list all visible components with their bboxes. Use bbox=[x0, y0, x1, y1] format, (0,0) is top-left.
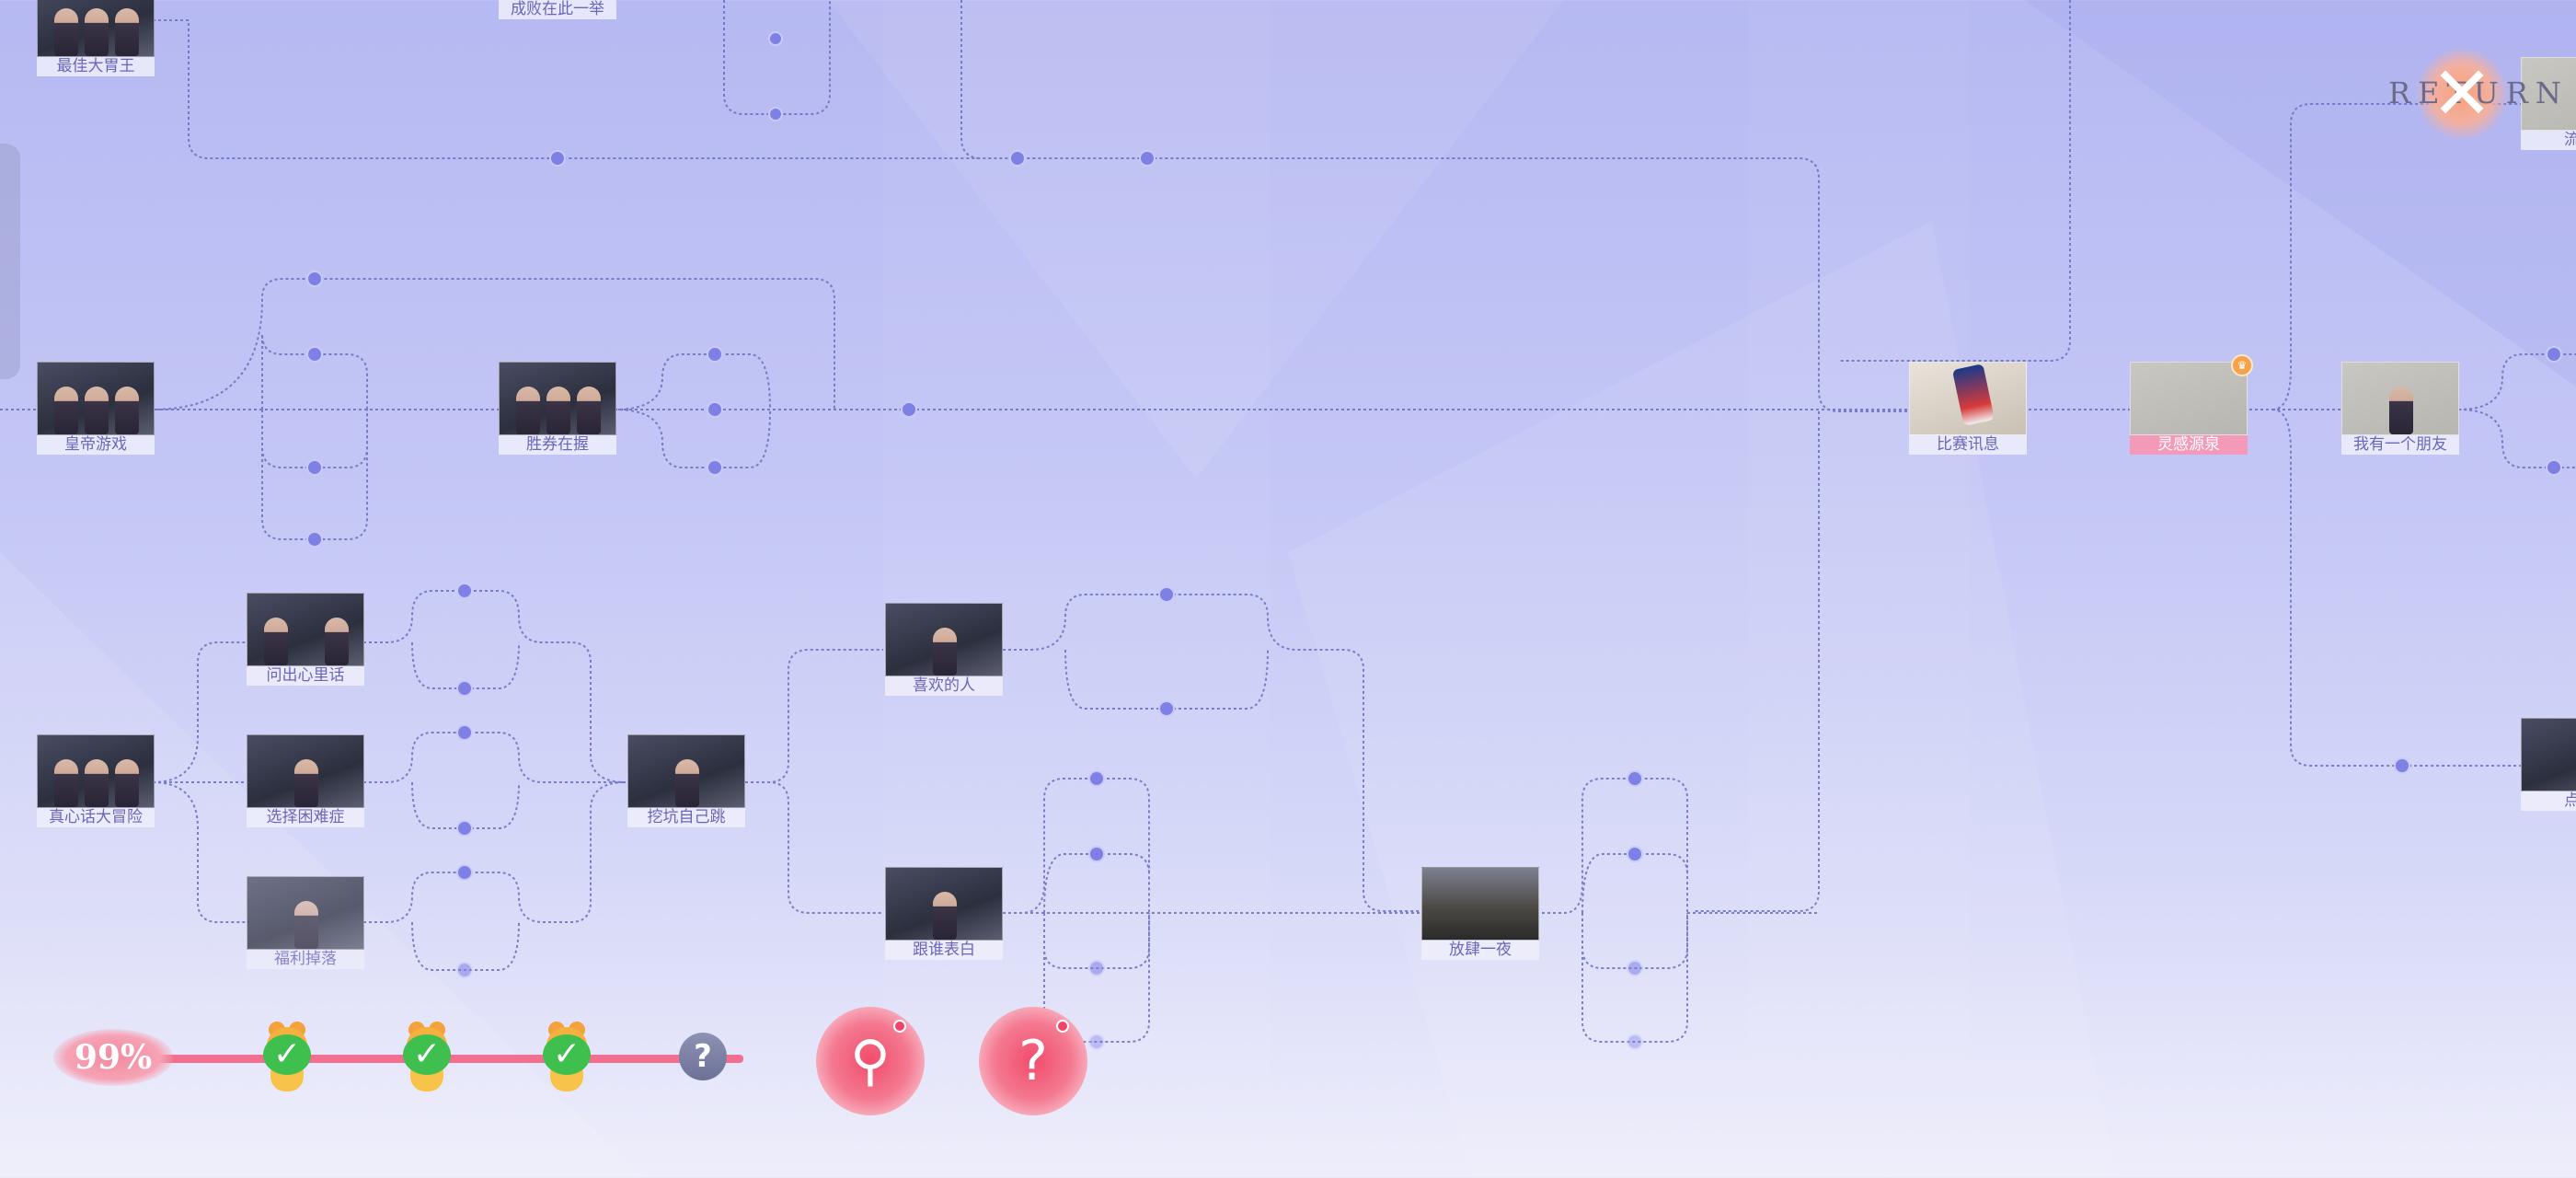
node-title: 胜券在握 bbox=[499, 435, 616, 455]
node-title: 最佳大胃王 bbox=[37, 57, 155, 76]
story-node[interactable]: 流言 bbox=[2521, 57, 2576, 151]
map-pin-icon: ⚲ bbox=[850, 1029, 891, 1093]
story-node[interactable]: 问出心里话 bbox=[247, 593, 364, 687]
node-title: 皇帝游戏 bbox=[37, 435, 155, 455]
node-title: 跟谁表白 bbox=[885, 941, 1003, 960]
node-thumbnail bbox=[247, 593, 364, 666]
node-title: 问出心里话 bbox=[247, 666, 364, 686]
locked-reward-icon[interactable]: ? bbox=[679, 1033, 727, 1080]
question-icon: ? bbox=[1018, 1029, 1048, 1093]
node-title: 真心话大冒险 bbox=[37, 808, 155, 827]
node-thumbnail bbox=[885, 867, 1003, 941]
node-thumbnail bbox=[2521, 718, 2576, 791]
node-title: 灵感源泉 bbox=[2130, 435, 2248, 455]
node-thumbnail bbox=[2521, 57, 2576, 131]
progress-percent: 99% bbox=[53, 1029, 173, 1086]
node-thumbnail bbox=[627, 734, 745, 808]
node-thumbnail bbox=[499, 362, 616, 435]
node-title: 喜欢的人 bbox=[885, 676, 1003, 696]
node-title: 选择困难症 bbox=[247, 808, 364, 827]
node-thumbnail bbox=[2130, 362, 2248, 435]
node-title: 点单 bbox=[2521, 791, 2576, 811]
story-node[interactable]: 成败在此一举 bbox=[499, 0, 616, 20]
story-node-current[interactable]: 灵感源泉 ♛ bbox=[2130, 354, 2253, 456]
story-node[interactable]: 最佳大胃王 bbox=[37, 0, 155, 77]
story-node[interactable]: 选择困难症 bbox=[247, 734, 364, 828]
story-node[interactable]: 福利掉落 bbox=[247, 876, 364, 970]
node-title: 成败在此一举 bbox=[499, 0, 616, 19]
story-node[interactable]: 比赛讯息 bbox=[1909, 362, 2027, 456]
node-thumbnail bbox=[247, 734, 364, 808]
side-drawer-tab[interactable] bbox=[0, 144, 20, 379]
node-thumbnail bbox=[885, 603, 1003, 676]
help-button[interactable]: ? bbox=[979, 1007, 1087, 1115]
node-thumbnail bbox=[37, 362, 155, 435]
node-thumbnail bbox=[37, 0, 155, 57]
return-glow bbox=[2416, 48, 2508, 140]
close-x-icon: ✕ bbox=[2431, 51, 2493, 136]
notification-dot bbox=[1056, 1020, 1069, 1033]
story-node[interactable]: 胜券在握 bbox=[499, 362, 616, 456]
node-title: 流言 bbox=[2521, 131, 2576, 150]
node-thumbnail bbox=[2341, 362, 2459, 435]
completion-progress: 99% ✓ ✓ ✓ ? bbox=[53, 1020, 753, 1099]
locate-button[interactable]: ⚲ bbox=[816, 1007, 925, 1115]
story-node[interactable]: 放肆一夜 bbox=[1421, 867, 1539, 961]
node-title: 挖坑自己跳 bbox=[627, 808, 745, 827]
bear-check-icon[interactable]: ✓ bbox=[537, 1022, 596, 1095]
bear-check-icon[interactable]: ✓ bbox=[258, 1022, 316, 1095]
story-node[interactable]: 点单 bbox=[2521, 718, 2576, 812]
story-node[interactable]: 我有一个朋友 bbox=[2341, 362, 2459, 456]
node-thumbnail bbox=[1909, 362, 2027, 435]
node-title: 比赛讯息 bbox=[1909, 435, 2027, 455]
node-title: 我有一个朋友 bbox=[2341, 435, 2459, 455]
story-node[interactable]: 挖坑自己跳 bbox=[627, 734, 745, 828]
node-thumbnail bbox=[37, 734, 155, 808]
node-title: 福利掉落 bbox=[247, 950, 364, 969]
node-title: 放肆一夜 bbox=[1421, 941, 1539, 960]
return-label: RETURN bbox=[2388, 75, 2569, 110]
node-thumbnail bbox=[1421, 867, 1539, 941]
return-button[interactable]: RETURN ✕ bbox=[2388, 48, 2569, 140]
crown-icon: ♛ bbox=[2231, 354, 2253, 376]
node-thumbnail bbox=[247, 876, 364, 950]
story-node[interactable]: 喜欢的人 bbox=[885, 603, 1003, 697]
story-node[interactable]: 跟谁表白 bbox=[885, 867, 1003, 961]
bear-check-icon[interactable]: ✓ bbox=[397, 1022, 456, 1095]
story-node[interactable]: 真心话大冒险 bbox=[37, 734, 155, 828]
notification-dot bbox=[893, 1020, 906, 1033]
story-node[interactable]: 皇帝游戏 bbox=[37, 362, 155, 456]
